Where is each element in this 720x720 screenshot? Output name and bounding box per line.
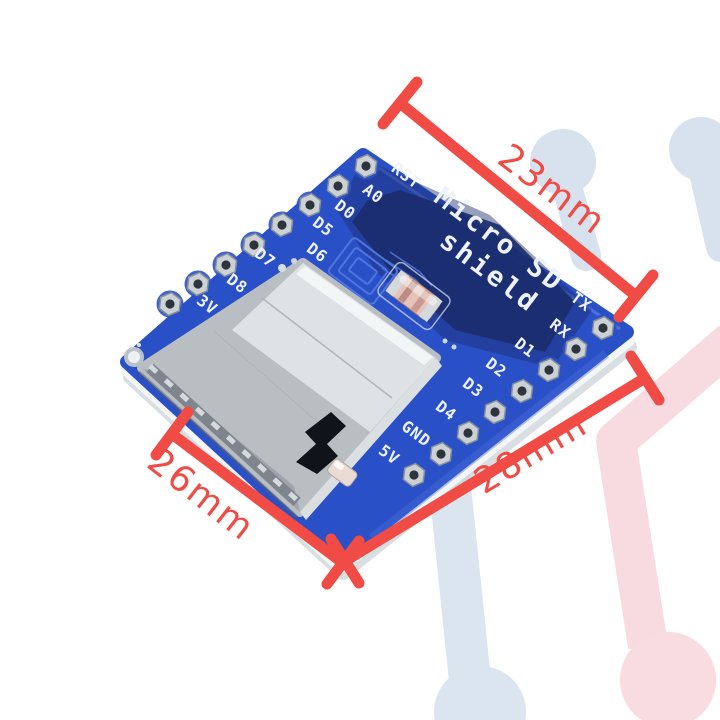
card-detect-notch [296,412,346,474]
dimension-top [377,76,659,323]
holder-seam [214,331,339,441]
dimension-right [325,350,665,589]
sd-card-holder [137,258,442,520]
card-slot [146,363,301,507]
dimension-tick [377,76,423,130]
decor-pin-circle [530,129,596,195]
solder-blob [291,258,297,264]
holder-slot-shadow [137,370,299,519]
mounting-hole [124,347,144,367]
holder-specular [296,266,433,365]
dimension-line [394,97,642,302]
via-dot [451,344,457,350]
smd-led [327,458,358,487]
dimension-tick [613,269,659,323]
dimension-tick [150,406,194,461]
holder-side [300,358,442,520]
holder-seam [261,297,393,399]
decor-trace-blue [427,465,492,693]
board-edge-tint [369,350,609,542]
via-dot [442,338,448,344]
decor-pad-blue [434,666,526,720]
solder-mask-wave [352,190,575,352]
via-dot [137,343,141,347]
dimension-line [339,372,651,567]
solder-blob [278,264,286,272]
decor-circuit-pins [427,117,720,720]
dimension-tick [325,533,365,589]
smd-component [377,261,451,331]
decor-pin-circle [669,117,720,181]
decor-trace-pink [596,325,720,650]
holder-highlight [232,263,436,432]
dimension-line [166,428,349,569]
decor-pad-pink [620,632,716,720]
dimension-tick [625,350,665,406]
trace-maze [328,237,398,305]
